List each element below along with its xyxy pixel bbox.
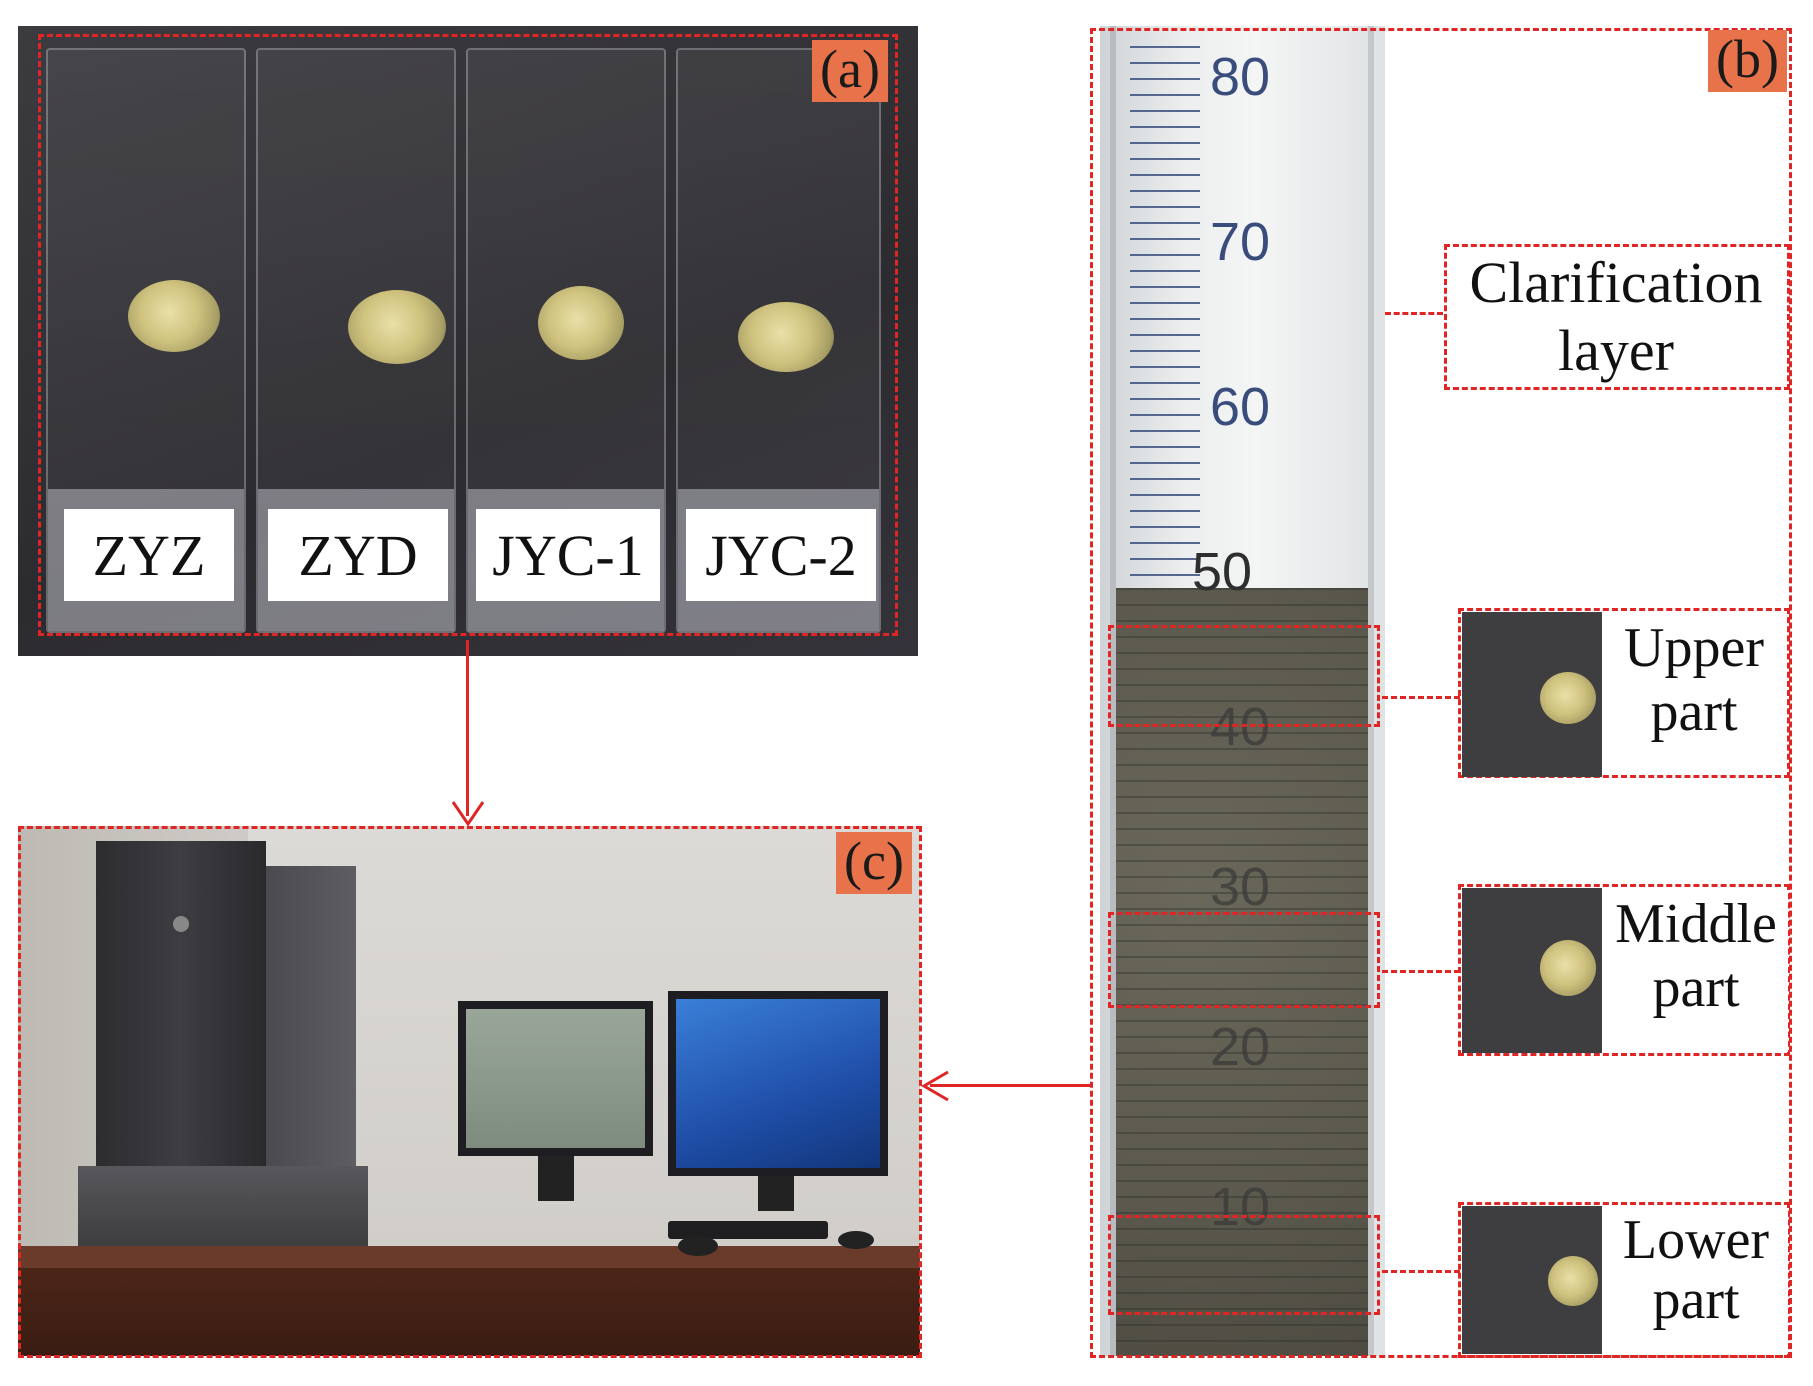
slide-label-4: JYC-2	[686, 509, 876, 601]
slide-label-2: ZYD	[268, 509, 448, 601]
sample-spot	[1540, 672, 1596, 724]
graduation-20: 20	[1210, 1017, 1271, 1077]
arrow-a-to-c	[466, 640, 469, 816]
instrument-base	[78, 1166, 368, 1256]
keyboard	[668, 1221, 828, 1239]
sample-spot	[1540, 940, 1596, 996]
middle-part-thumbnail	[1462, 888, 1602, 1053]
monitor-left-screen	[466, 1009, 645, 1148]
panel-c-frame	[18, 826, 922, 1358]
mouse-2	[838, 1231, 874, 1249]
lower-part-label: Lower part	[1604, 1210, 1788, 1354]
monitor-right-screen	[676, 999, 880, 1168]
sample-spot-4	[738, 302, 834, 372]
clarification-label-line2: layer	[1558, 318, 1674, 383]
graduation-70: 70	[1210, 212, 1271, 272]
middle-part-line2: part	[1652, 957, 1740, 1019]
middle-part-line1: Middle	[1615, 893, 1777, 955]
connector-upper	[1382, 696, 1460, 699]
graduation-80: 80	[1210, 47, 1271, 107]
slide-label-3: JYC-1	[476, 509, 660, 601]
upper-part-box	[1458, 608, 1790, 778]
panel-c-photo	[18, 826, 920, 1356]
panel-b-frame	[1090, 28, 1792, 1358]
cylinder-wall-right	[1368, 26, 1374, 1356]
lower-part-line1: Lower	[1622, 1209, 1770, 1271]
lower-layer-box	[1108, 1215, 1380, 1315]
graduation-40: 40	[1210, 697, 1271, 757]
graduation-30: 30	[1210, 857, 1271, 917]
power-button-icon	[173, 916, 189, 932]
cylinder-wall-left	[1110, 26, 1116, 1356]
upper-part-thumbnail	[1462, 612, 1602, 777]
upper-part-label: Upper part	[1604, 616, 1784, 774]
graduation-60: 60	[1210, 377, 1271, 437]
sample-spot	[1548, 1256, 1598, 1306]
middle-part-label: Middle part	[1604, 892, 1788, 1052]
graduation-10: 10	[1210, 1177, 1271, 1237]
lower-part-line2: part	[1652, 1269, 1740, 1331]
panel-b-tag: (b)	[1708, 30, 1787, 92]
graduation-50: 50	[1192, 542, 1253, 602]
desk-front	[18, 1268, 920, 1356]
panel-a-tag: (a)	[812, 40, 888, 102]
glass-slide-4: JYC-2	[676, 48, 881, 633]
slide-label-1: ZYZ	[64, 509, 234, 601]
connector-clarification	[1385, 312, 1443, 315]
arrow-b-to-c	[930, 1084, 1090, 1087]
instrument-column	[96, 841, 266, 1171]
upper-part-line1: Upper	[1624, 617, 1764, 679]
clarification-label-line1: Clarification	[1469, 250, 1763, 315]
lower-part-box	[1458, 1202, 1790, 1358]
glass-slide-1: ZYZ	[46, 48, 246, 633]
graduation-ticks	[1130, 46, 1200, 606]
monitor-right-stand	[758, 1176, 794, 1211]
sample-spot-3	[538, 286, 624, 360]
instrument-side-unit	[266, 866, 356, 1166]
monitor-left	[458, 1001, 653, 1156]
connector-lower	[1382, 1270, 1460, 1273]
sediment-column	[1116, 588, 1368, 1356]
panel-b-photo: 80 70 60 50 40 30 20 10	[1100, 26, 1385, 1356]
glass-slide-2: ZYD	[256, 48, 456, 633]
panel-a-frame	[38, 34, 898, 636]
sample-spot-1	[128, 280, 220, 352]
lower-part-thumbnail	[1462, 1206, 1602, 1354]
mouse	[678, 1236, 718, 1256]
monitor-left-stand	[538, 1156, 574, 1201]
monitor-right	[668, 991, 888, 1176]
arrow-head-down-icon	[451, 801, 485, 827]
middle-part-box	[1458, 884, 1790, 1056]
clarification-box	[1444, 244, 1790, 390]
glass-slide-3: JYC-1	[466, 48, 666, 633]
panel-c-tag: (c)	[836, 832, 912, 894]
panel-a-photo: ZYZ ZYD JYC-1 JYC-2	[18, 26, 918, 656]
connector-middle	[1382, 970, 1460, 973]
arrow-head-left-icon	[921, 1070, 949, 1102]
upper-layer-box	[1108, 625, 1380, 727]
sample-spot-2	[348, 290, 446, 364]
middle-layer-box	[1108, 912, 1380, 1008]
upper-part-line2: part	[1650, 681, 1738, 743]
